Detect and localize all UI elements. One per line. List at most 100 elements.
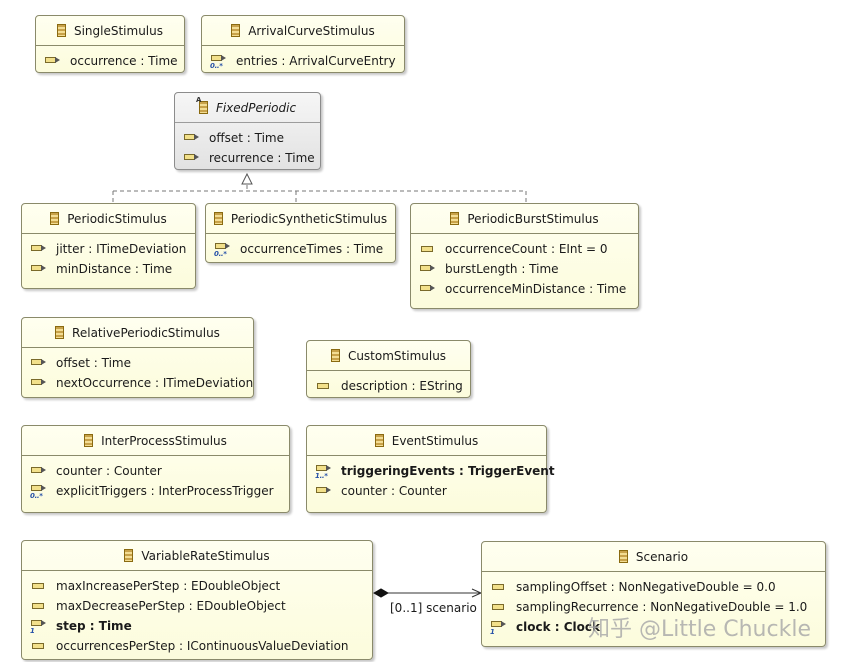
attribute-text: occurrence : Time <box>70 54 178 68</box>
class-header: SingleStimulus <box>36 16 184 46</box>
class-name: InterProcessStimulus <box>101 433 227 448</box>
attribute-text: maxDecreasePerStep : EDoubleObject <box>56 599 286 613</box>
class-arrival-curve-stimulus[interactable]: ArrivalCurveStimulus 0..* entries : Arriva… <box>201 15 405 73</box>
class-icon <box>50 212 60 225</box>
attribute-row[interactable]: occurrenceMinDistance : Time <box>411 279 638 299</box>
attribute-row[interactable]: 1..* triggeringEvents : TriggerEvent <box>307 461 555 481</box>
attribute-row[interactable]: counter : Counter <box>307 481 546 501</box>
watermark-text: 知乎 @Little Chuckle <box>588 617 811 642</box>
attribute-row[interactable]: 0..*occurrenceTimes : Time <box>206 239 395 259</box>
class-relative-periodic-stimulus[interactable]: RelativePeriodicStimulus offset : Time nex… <box>21 317 254 398</box>
class-scenario[interactable]: Scenario samplingOffset : NonNegativeDoub… <box>481 541 826 647</box>
attribute-row[interactable]: recurrence : Time <box>175 148 320 168</box>
class-name: SingleStimulus <box>73 23 164 38</box>
multiplicity-label: 0..* <box>214 250 227 258</box>
generalization-lines <box>112 185 527 203</box>
multiplicity-label: 1..* <box>315 472 328 480</box>
class-header: PeriodicStimulus <box>22 204 195 234</box>
attribute-row[interactable]: offset : Time <box>22 353 253 373</box>
attribute-text: triggeringEvents : TriggerEvent <box>341 464 555 478</box>
multiplicity-label: 1 <box>490 628 495 636</box>
attribute-row[interactable]: 0..* explicitTriggers : InterProcessTrigg… <box>22 481 289 501</box>
attribute-list: samplingOffset : NonNegativeDouble = 0.0… <box>482 572 825 637</box>
reference-icon <box>30 464 48 478</box>
class-name: Scenario <box>635 549 689 564</box>
attribute-row[interactable]: occurrencesPerStep : IContinuousValueDev… <box>22 636 372 656</box>
attribute-icon <box>315 379 333 393</box>
generalization-arrowhead <box>241 172 253 185</box>
attribute-text: occurrenceCount : EInt = 0 <box>445 242 608 256</box>
attribute-text: entries : ArrivalCurveEntry <box>236 54 396 68</box>
class-icon <box>450 212 460 225</box>
attribute-row[interactable]: maxIncreasePerStep : EDoubleObject <box>22 576 372 596</box>
attribute-row[interactable]: description : EString <box>307 376 470 396</box>
attribute-row[interactable]: samplingRecurrence : NonNegativeDouble =… <box>482 597 825 617</box>
reference-icon: 0..* <box>210 54 228 70</box>
attribute-text: counter : Counter <box>341 484 447 498</box>
attribute-text: jitter : ITimeDeviation <box>56 242 187 256</box>
attribute-text: occurrenceMinDistance : Time <box>445 282 627 296</box>
class-periodic-stimulus[interactable]: PeriodicStimulus jitter : ITimeDeviation m… <box>21 203 196 289</box>
reference-icon <box>183 151 201 165</box>
reference-icon: 0..* <box>30 484 48 500</box>
class-icon <box>330 349 340 362</box>
reference-icon <box>30 262 48 276</box>
class-icon <box>56 24 66 37</box>
reference-icon: 0..* <box>214 242 232 258</box>
attribute-icon <box>490 580 508 594</box>
attribute-list: offset : Time recurrence : Time <box>175 123 320 168</box>
attribute-text: samplingOffset : NonNegativeDouble = 0.0 <box>516 580 776 594</box>
attribute-text: clock : Clock <box>516 620 600 634</box>
class-icon <box>84 434 94 447</box>
attribute-row[interactable]: maxDecreasePerStep : EDoubleObject <box>22 596 372 616</box>
reference-icon: 1 <box>490 620 508 636</box>
attribute-text: maxIncreasePerStep : EDoubleObject <box>56 579 281 593</box>
attribute-row[interactable]: 1 clock : Clock <box>482 617 825 637</box>
class-header: ArrivalCurveStimulus <box>202 16 404 46</box>
class-name: CustomStimulus <box>347 348 447 363</box>
attribute-icon <box>30 599 48 613</box>
class-inter-process-stimulus[interactable]: InterProcessStimulus counter : Counter 0..… <box>21 425 290 513</box>
class-single-stimulus[interactable]: SingleStimulus occurrence : Time <box>35 15 185 73</box>
attribute-row[interactable]: samplingOffset : NonNegativeDouble = 0.0 <box>482 577 825 597</box>
reference-icon <box>315 484 333 498</box>
attribute-row[interactable]: 0..* entries : ArrivalCurveEntry <box>202 51 404 71</box>
class-icon <box>618 550 628 563</box>
reference-icon <box>44 54 62 68</box>
attribute-text: offset : Time <box>209 131 284 145</box>
attribute-row[interactable]: minDistance : Time <box>22 259 195 279</box>
reference-icon: 1..* <box>315 464 333 480</box>
attribute-row[interactable]: offset : Time <box>175 128 320 148</box>
abstract-marker-icon: A <box>195 96 202 104</box>
attribute-row[interactable]: burstLength : Time <box>411 259 638 279</box>
class-header: PeriodicSyntheticStimulus <box>206 204 395 234</box>
class-name: PeriodicSyntheticStimulus <box>230 211 388 226</box>
attribute-row[interactable]: jitter : ITimeDeviation <box>22 239 195 259</box>
attribute-text: explicitTriggers : InterProcessTrigger <box>56 484 274 498</box>
attribute-row[interactable]: counter : Counter <box>22 461 289 481</box>
class-custom-stimulus[interactable]: CustomStimulus description : EString <box>306 340 471 398</box>
attribute-row[interactable]: occurrenceCount : EInt = 0 <box>411 239 638 259</box>
association-label: [0..1] scenario <box>390 601 477 615</box>
attribute-row[interactable]: occurrence : Time <box>36 51 184 71</box>
multiplicity-label: 0..* <box>210 62 223 70</box>
attribute-list: description : EString <box>307 371 470 396</box>
class-periodic-synthetic-stimulus[interactable]: PeriodicSyntheticStimulus 0..*occurrenceT… <box>205 203 396 263</box>
class-header: RelativePeriodicStimulus <box>22 318 253 348</box>
class-icon <box>124 549 134 562</box>
attribute-icon <box>30 639 48 653</box>
attribute-icon <box>490 600 508 614</box>
attribute-list: 1..* triggeringEvents : TriggerEvent count… <box>307 456 555 501</box>
attribute-text: occurrencesPerStep : IContinuousValueDev… <box>56 639 349 653</box>
attribute-text: offset : Time <box>56 356 131 370</box>
attribute-row[interactable]: nextOccurrence : ITimeDeviation <box>22 373 253 393</box>
attribute-text: counter : Counter <box>56 464 162 478</box>
class-name: PeriodicStimulus <box>67 211 167 226</box>
attribute-list: 0..* entries : ArrivalCurveEntry <box>202 46 404 71</box>
